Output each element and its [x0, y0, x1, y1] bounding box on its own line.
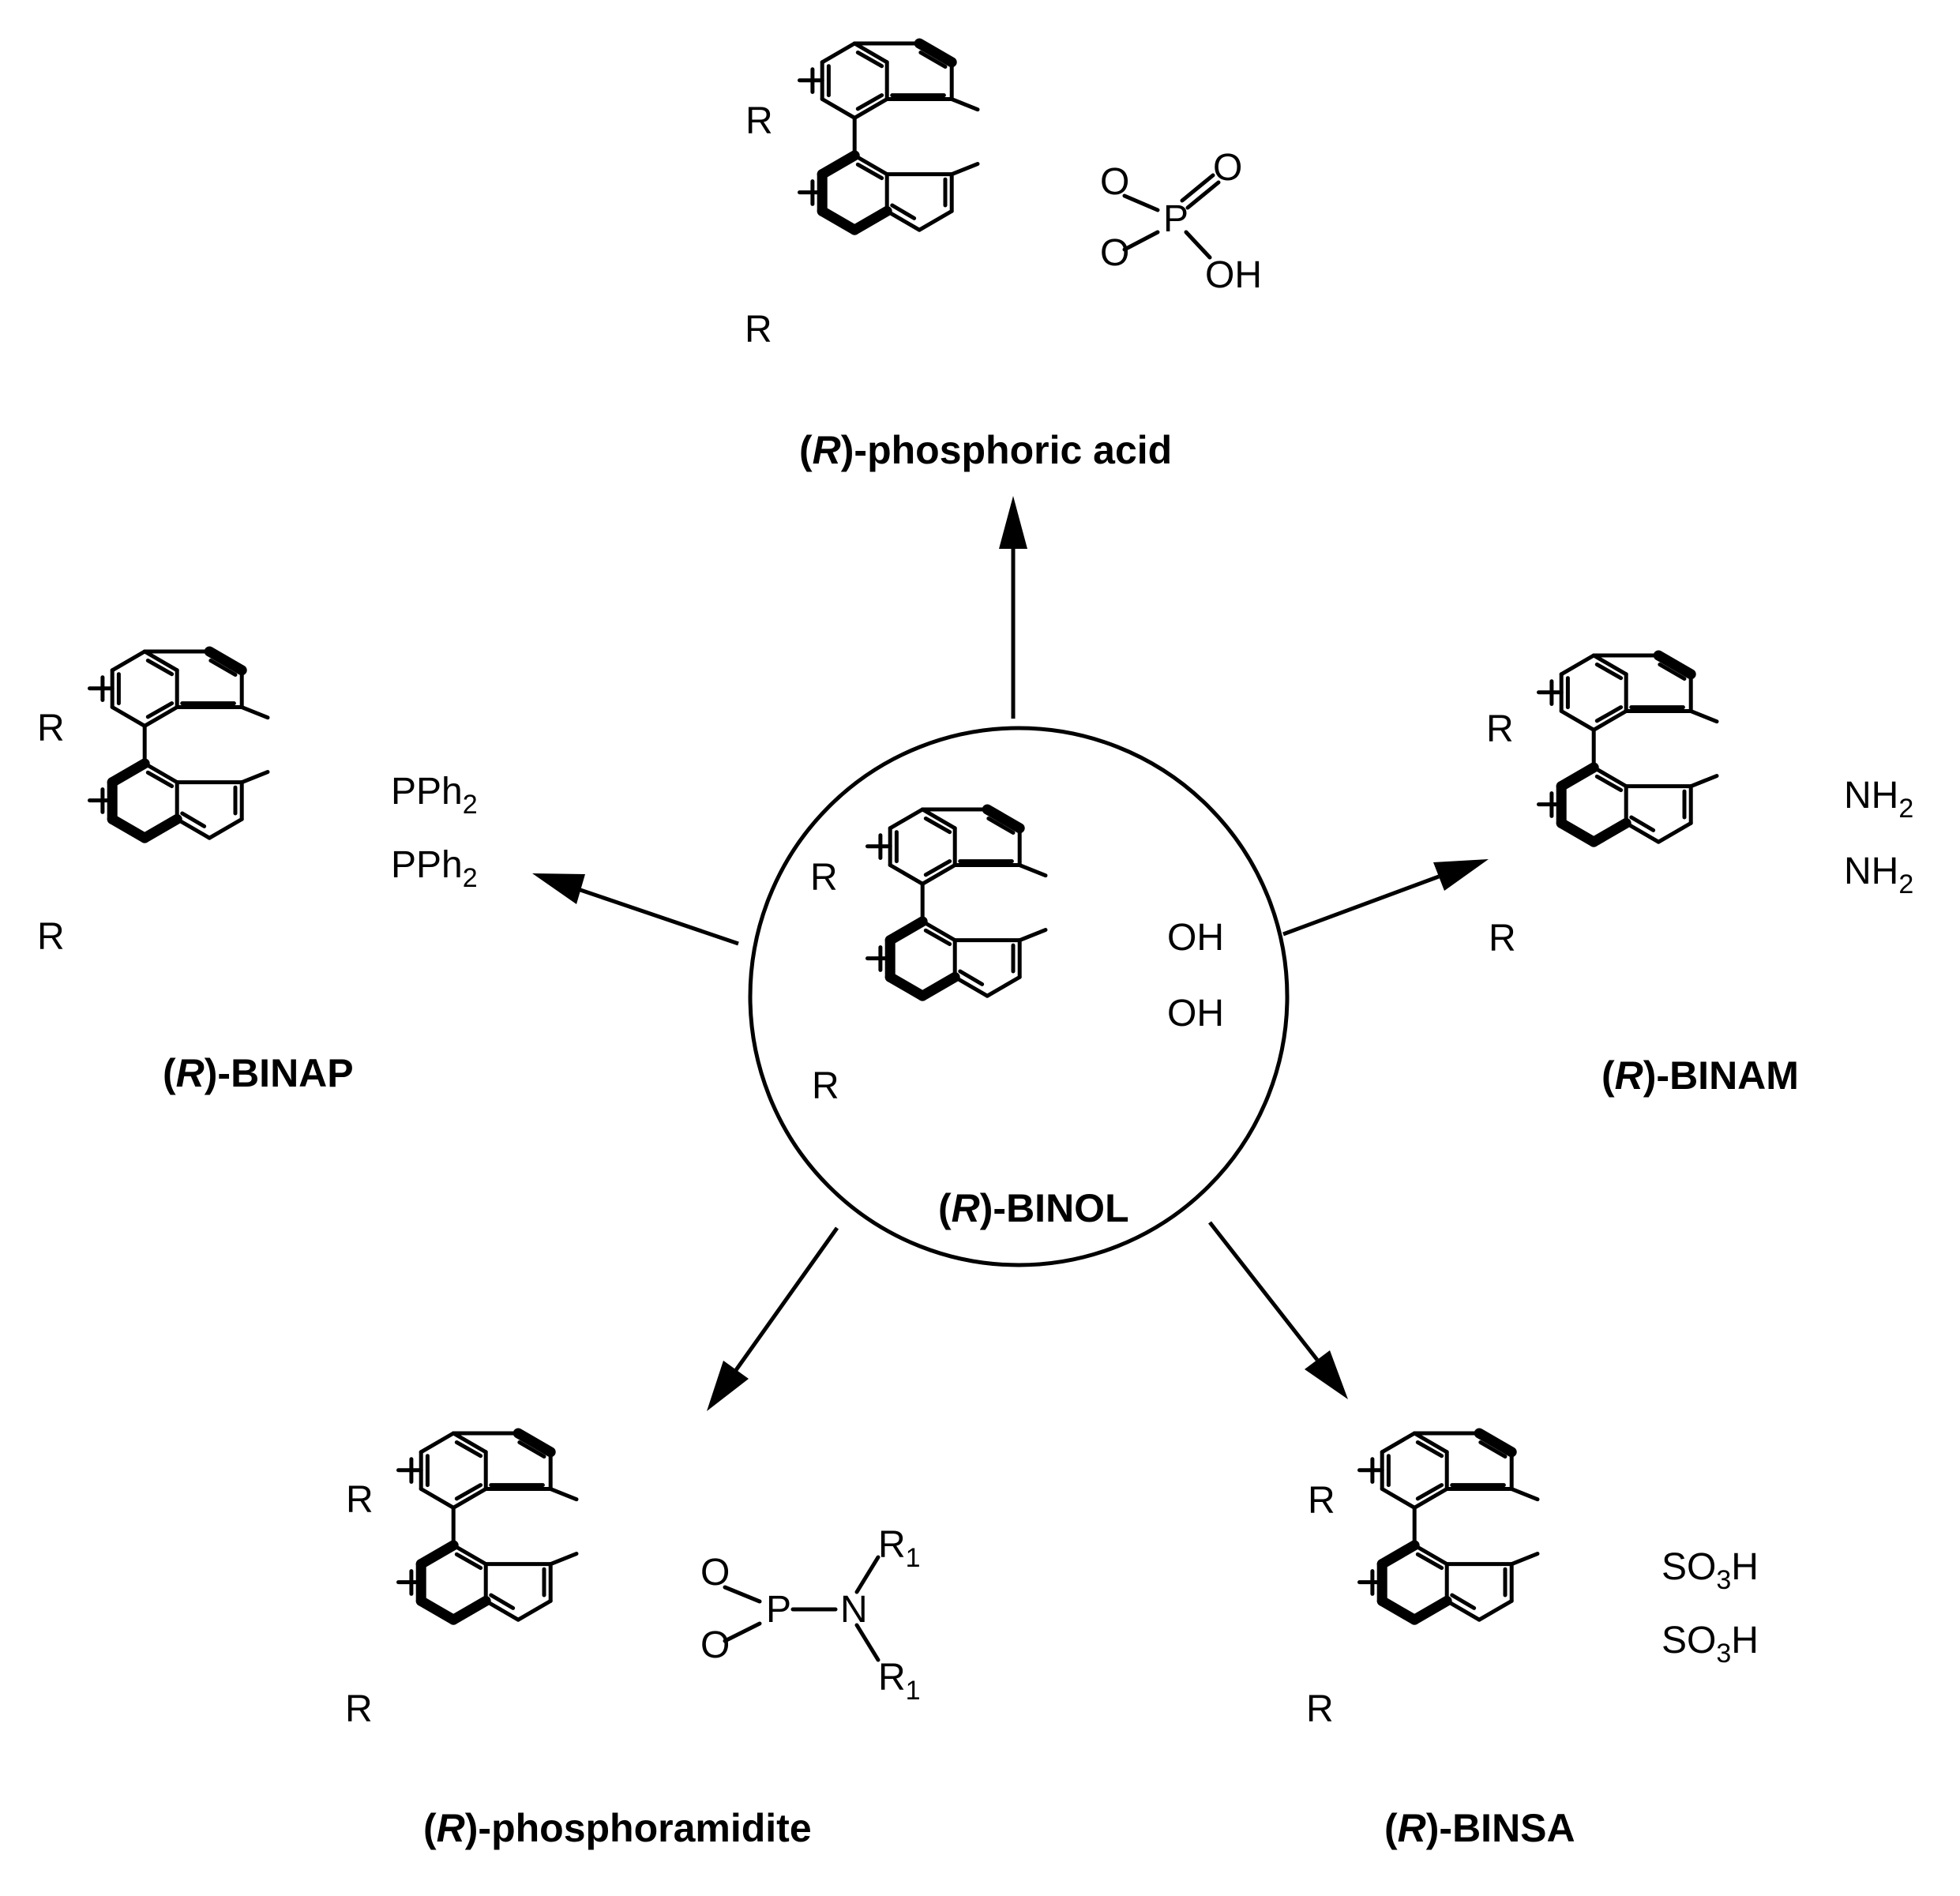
pa-o-bottom: O: [1100, 232, 1129, 274]
binol-r-bottom: R: [812, 1065, 839, 1107]
pa-r-bottom: R: [745, 309, 772, 351]
phos-r1-bottom: R1: [878, 1657, 921, 1706]
phosphoramidite-label: (R)-phosphoramidite: [423, 1806, 812, 1850]
binol-circle: [748, 726, 1290, 1267]
binol-r-top: R: [810, 857, 838, 899]
arrow-to-phosphoramidite: [707, 1226, 839, 1411]
binam-structure: [1537, 650, 1719, 847]
binam-nh2-bottom: NH2: [1844, 850, 1913, 899]
binap-r-bottom: R: [37, 916, 65, 958]
binol-oh-bottom: OH: [1167, 993, 1224, 1034]
binsa-label: (R)-BINSA: [1384, 1806, 1575, 1850]
arrow-to-binap: [532, 873, 739, 946]
phos-n: N: [840, 1589, 868, 1631]
binol-oh-top: OH: [1167, 917, 1224, 959]
pa-p: P: [1163, 198, 1188, 240]
arrow-to-binsa: [1208, 1221, 1348, 1399]
pa-r-top: R: [745, 100, 773, 142]
phos-r-bottom: R: [345, 1688, 373, 1730]
binam-r-top: R: [1486, 708, 1514, 750]
phos-o-bottom: O: [700, 1624, 730, 1666]
binap-structure: [88, 646, 270, 843]
binsa-r-top: R: [1308, 1480, 1335, 1522]
arrow-to-phosphoric-acid: [999, 496, 1027, 719]
binap-pph2-bottom: PPh2: [391, 844, 478, 893]
binol-label: (R)-BINOL: [938, 1186, 1129, 1230]
phos-p: P: [766, 1589, 791, 1631]
binap-r-top: R: [37, 708, 65, 749]
phos-r-top: R: [346, 1479, 374, 1521]
binam-nh2-top: NH2: [1844, 775, 1913, 824]
phosphoric-acid-label: (R)-phosphoric acid: [799, 428, 1172, 472]
binol-structure: [865, 804, 1048, 1001]
arrow-to-binam: [1282, 859, 1489, 937]
binam-r-bottom: R: [1489, 918, 1516, 959]
phosphoric-acid-structure: [798, 38, 980, 235]
binam-label: (R)-BINAM: [1601, 1053, 1799, 1098]
binsa-structure: [1357, 1428, 1540, 1625]
binsa-so3h-bottom: SO3H: [1661, 1620, 1759, 1669]
binsa-r-bottom: R: [1306, 1688, 1334, 1730]
phosphoramidite-structure: [396, 1428, 579, 1625]
binap-pph2-top: PPh2: [391, 771, 478, 820]
binsa-so3h-top: SO3H: [1661, 1546, 1759, 1595]
pa-oh: OH: [1205, 254, 1262, 296]
phos-r1-top: R1: [878, 1524, 921, 1573]
binap-label: (R)-BINAP: [163, 1051, 354, 1095]
